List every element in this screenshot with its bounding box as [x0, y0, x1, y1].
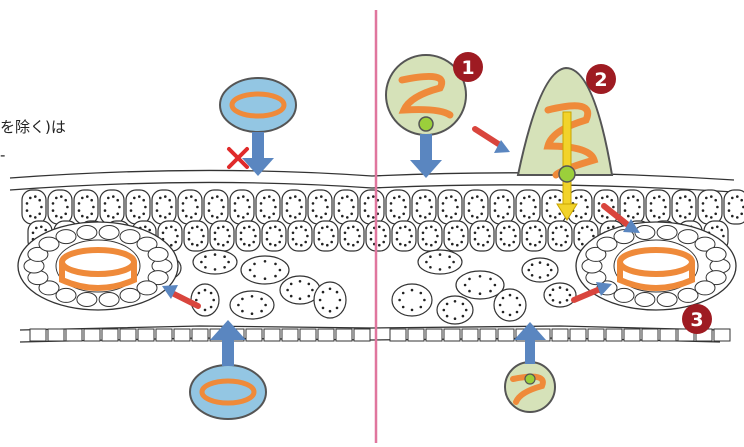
cell-icon	[74, 190, 98, 224]
svg-text:1: 1	[461, 57, 474, 79]
right-top-bubble	[386, 55, 466, 178]
cell-icon	[444, 221, 468, 251]
upper-epidermis	[10, 170, 734, 192]
cell-icon	[490, 190, 514, 224]
cell-icon	[236, 221, 260, 251]
cell-icon	[152, 190, 176, 224]
cell-icon	[100, 190, 124, 224]
svg-text:2: 2	[594, 69, 607, 91]
cell-icon	[522, 221, 546, 251]
badge-3: 3	[682, 304, 712, 334]
cell-icon	[282, 190, 306, 224]
cell-icon	[437, 296, 473, 324]
dot-icon	[559, 166, 575, 182]
cell-icon	[184, 221, 208, 251]
cell-icon	[314, 221, 338, 251]
cell-icon	[412, 190, 436, 224]
cell-icon	[262, 221, 286, 251]
cell-icon	[698, 190, 722, 224]
cell-icon	[193, 250, 237, 274]
cell-icon	[456, 271, 504, 299]
cell-icon	[308, 190, 332, 224]
cell-icon	[386, 190, 410, 224]
cell-icon	[22, 190, 46, 224]
cell-icon	[191, 284, 219, 316]
cell-icon	[464, 190, 488, 224]
cell-icon	[672, 190, 696, 224]
cell-icon	[646, 190, 670, 224]
cell-icon	[360, 190, 384, 224]
cell-icon	[470, 221, 494, 251]
left-caption-tail: -	[0, 146, 5, 164]
cell-icon	[516, 190, 540, 224]
arrow-icon	[475, 129, 510, 153]
top-left-bubble	[220, 78, 296, 176]
cell-icon	[522, 258, 558, 282]
dot-icon	[419, 117, 433, 131]
cell-icon	[418, 250, 462, 274]
badge-1: 1	[453, 52, 483, 82]
cell-icon	[204, 190, 228, 224]
cell-icon	[548, 221, 572, 251]
cell-icon	[314, 282, 346, 318]
cell-icon	[392, 284, 432, 316]
cell-icon	[126, 190, 150, 224]
cell-icon	[494, 289, 526, 321]
cell-icon	[256, 190, 280, 224]
cell-icon	[340, 221, 364, 251]
cell-icon	[438, 190, 462, 224]
svg-text:3: 3	[690, 309, 703, 331]
cell-icon	[230, 291, 274, 319]
cell-icon	[334, 190, 358, 224]
cell-icon	[392, 221, 416, 251]
vascular-bundle	[576, 222, 736, 310]
cell-icon	[288, 221, 312, 251]
cell-icon	[544, 283, 576, 307]
left-caption: を除く)は	[0, 116, 66, 137]
badge-2: 2	[586, 64, 616, 94]
cell-icon	[418, 221, 442, 251]
cell-icon	[366, 221, 390, 251]
vascular-bundle	[18, 222, 178, 310]
cell-icon	[230, 190, 254, 224]
cell-icon	[48, 190, 72, 224]
cell-icon	[241, 256, 289, 284]
dot-icon	[525, 374, 535, 384]
cell-icon	[724, 190, 744, 224]
cell-icon	[210, 221, 234, 251]
cell-icon	[496, 221, 520, 251]
cell-icon	[178, 190, 202, 224]
